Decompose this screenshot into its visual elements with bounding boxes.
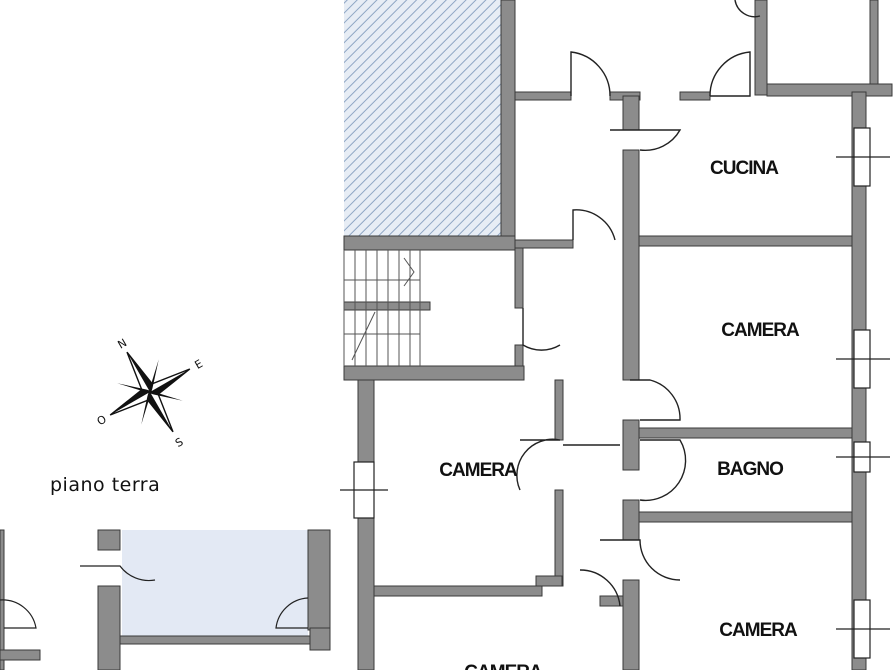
hatched-courtyard	[344, 0, 501, 236]
adjacent-building	[0, 529, 333, 670]
room-label-camera: CAMERA	[464, 662, 543, 670]
compass-n: N	[115, 336, 129, 351]
room-label-camera: CAMERA	[719, 620, 798, 641]
floor-caption: piano terra	[50, 474, 161, 496]
compass-rose-icon: N E S O	[95, 336, 205, 450]
staircase	[343, 250, 421, 366]
room-label-bagno: BAGNO	[717, 459, 783, 480]
room-label-cucina: CUCINA	[710, 158, 779, 179]
room-label-camera: CAMERA	[721, 320, 800, 341]
door-swings	[516, 0, 761, 607]
room-label-camera: CAMERA	[439, 460, 518, 481]
compass-o: O	[95, 412, 109, 428]
walls	[343, 0, 893, 670]
compass-s: S	[173, 435, 186, 450]
windows	[340, 127, 890, 659]
compass-e: E	[192, 357, 205, 372]
